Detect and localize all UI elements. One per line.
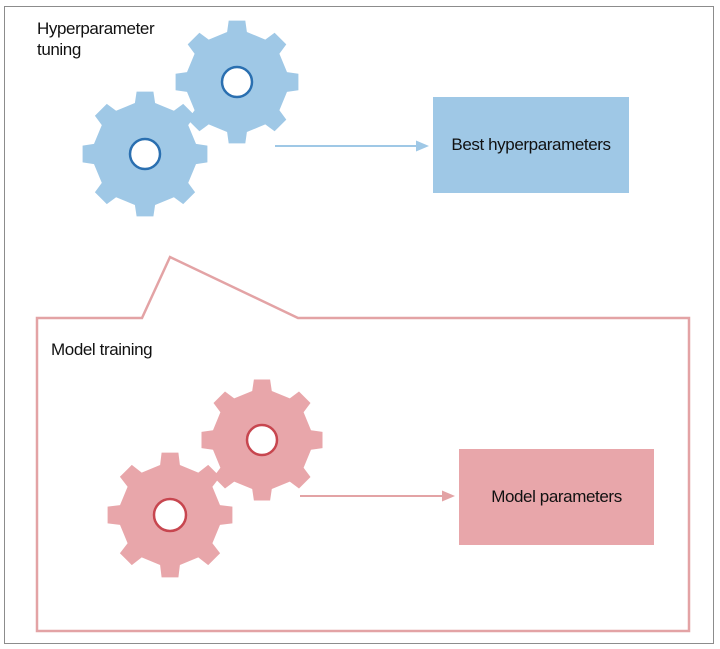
arrow-icon <box>300 490 455 502</box>
model-parameters-label: Model parameters <box>491 487 622 506</box>
best-hyperparameters-label: Best hyperparameters <box>451 135 611 154</box>
model-parameters-box <box>459 449 654 545</box>
best-hyperparameters-box <box>433 97 629 193</box>
gear-icon <box>175 20 299 144</box>
model-training-title: Model training <box>51 340 153 359</box>
gear-icon <box>201 379 323 501</box>
gear-icon <box>107 452 233 578</box>
figure-frame <box>4 6 714 644</box>
gear-hole <box>152 497 188 533</box>
hyperparameter-tuning-title: Hyperparameter tuning <box>37 19 155 59</box>
gear-hole <box>128 137 162 171</box>
arrow-icon <box>275 140 429 152</box>
gear-icon <box>82 91 208 217</box>
model-training-callout <box>35 255 691 633</box>
gear-hole <box>220 65 254 99</box>
gear-hole <box>245 423 279 457</box>
